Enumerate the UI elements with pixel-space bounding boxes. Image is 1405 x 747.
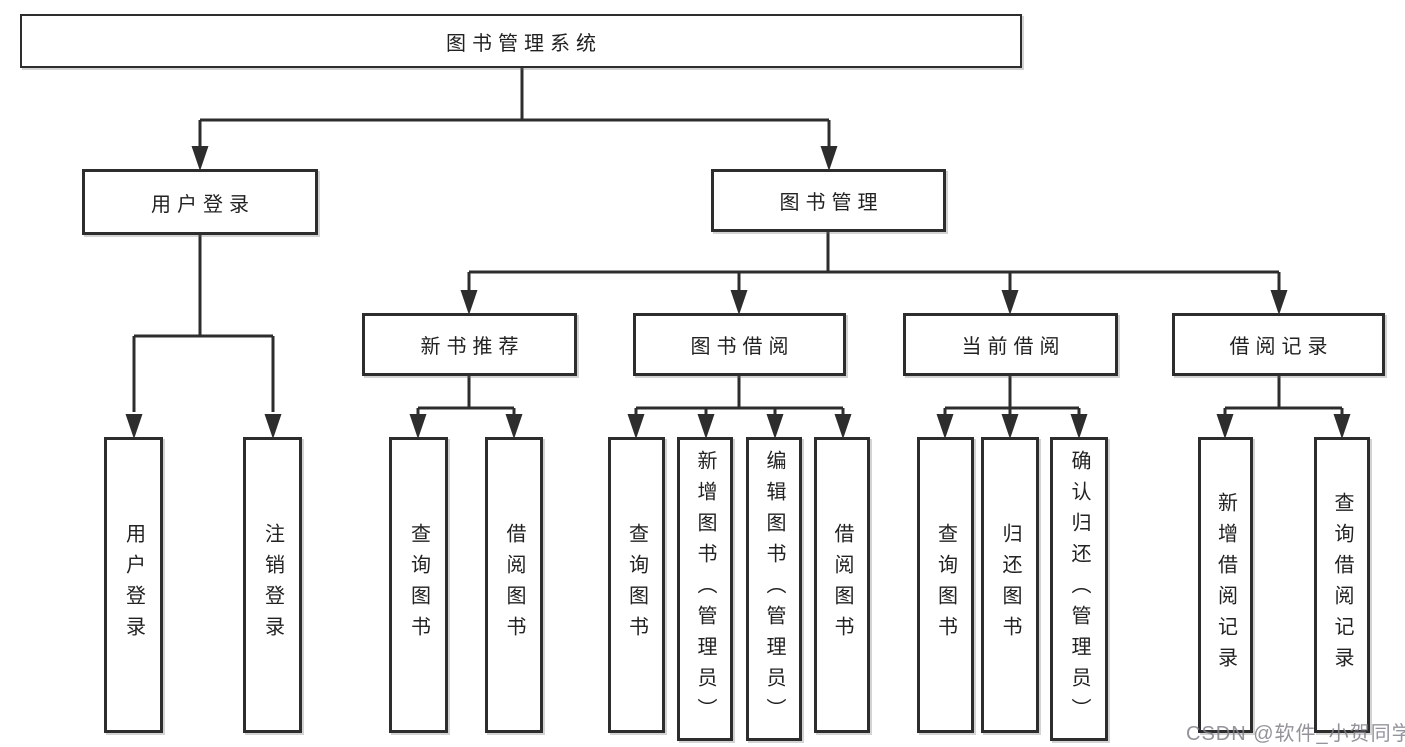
leaf-query-books-borrowing: 查询图书 [608,437,665,733]
node-borrowing-records: 借阅记录 [1172,313,1385,376]
node-book-management: 图书管理 [711,169,946,232]
leaf-label: 归还图书 [999,523,1021,647]
leaf-label: 借阅图书 [831,523,853,647]
connector-user-login [132,235,275,412]
node-new-book-recommendation: 新书推荐 [362,313,577,376]
node-label: 借阅记录 [1229,336,1334,358]
leaf-edit-books-admin: 编辑图书（管理员） [746,437,802,741]
leaf-label: 查询图书 [407,523,430,647]
node-label: 用户登录 [151,193,255,216]
connector-borrowing-records [1223,376,1344,416]
node-label: 新书推荐 [420,336,525,358]
connector-current-borrowing [943,376,1081,416]
connector-book-borrowing [634,376,845,416]
leaf-logout: 注销登录 [243,437,302,733]
node-library-management-system: 图书管理系统 [20,14,1022,68]
connector-book-management [467,232,1281,292]
connector-root [198,66,831,148]
node-label: 图书管理 [779,192,884,214]
leaf-label: 新增图书（管理员） [694,449,716,729]
leaf-label: 用户登录 [122,523,145,647]
node-book-borrowing: 图书借阅 [633,313,846,376]
arrowheads [125,146,1351,439]
leaf-user-login: 用户登录 [104,437,163,733]
leaf-borrow-books-borrowing: 借阅图书 [814,437,870,733]
leaf-label: 查询图书 [625,523,648,647]
leaf-query-borrow-record: 查询借阅记录 [1314,437,1370,733]
leaf-query-books-current: 查询图书 [917,437,974,733]
node-label: 图书借阅 [690,336,795,358]
node-label: 图书管理系统 [446,32,602,55]
node-user-login: 用户登录 [82,169,318,235]
leaf-confirm-return-admin: 确认归还（管理员） [1050,437,1108,741]
leaf-label: 确认归还（管理员） [1068,449,1090,729]
leaf-add-books-admin: 新增图书（管理员） [677,437,733,741]
leaf-borrow-books-recommendation: 借阅图书 [485,437,543,733]
leaf-return-books: 归还图书 [981,437,1039,733]
node-current-borrowing: 当前借阅 [903,313,1118,376]
leaf-label: 查询图书 [934,523,957,647]
leaf-label: 借阅图书 [503,523,525,647]
leaf-add-borrow-record: 新增借阅记录 [1198,437,1253,733]
leaf-query-books-recommendation: 查询图书 [389,437,448,733]
connector-new-book-recommendation [416,376,516,416]
csdn-watermark: CSDN @软件_小贺同学 [1186,723,1405,745]
leaf-label: 新增借阅记录 [1214,492,1237,678]
leaf-label: 注销登录 [261,523,284,647]
leaf-label: 查询借阅记录 [1331,492,1353,678]
node-label: 当前借阅 [961,336,1066,358]
leaf-label: 编辑图书（管理员） [763,449,785,729]
